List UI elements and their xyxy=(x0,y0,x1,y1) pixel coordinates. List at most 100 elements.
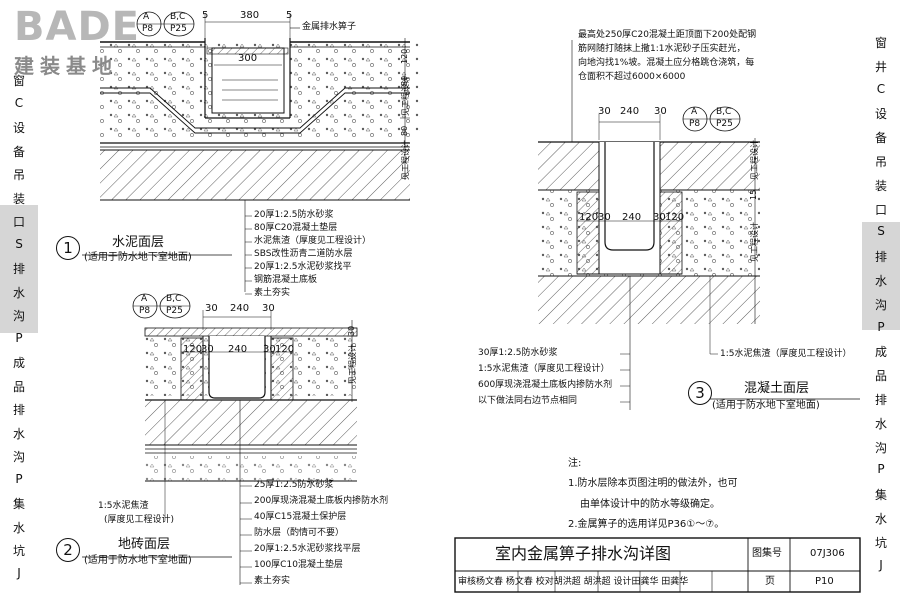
side-index-char: 成 xyxy=(874,345,887,360)
detail1-layer-label: 钢筋混凝土底板 xyxy=(254,275,318,285)
detail3-number: 3 xyxy=(688,381,712,405)
detail2-badge-a-sub: P8 xyxy=(139,306,151,316)
notes-line2: 由单体设计中的防水等级确定。 xyxy=(580,499,720,510)
side-index-char: C xyxy=(14,95,24,110)
atlas-number: 07J306 xyxy=(810,548,845,559)
side-index-char: 水 xyxy=(12,426,25,441)
side-index-char: 窗 xyxy=(874,36,887,50)
atlas-number-label: 图集号 xyxy=(752,548,782,559)
side-index-char: 备 xyxy=(12,144,25,159)
detail1-subtitle: (适用于防水地下室地面) xyxy=(84,252,192,263)
detail1-dim-top-2: 380 xyxy=(240,10,260,21)
detail3-title: 混凝土面层 xyxy=(744,381,810,396)
side-index-char: J xyxy=(17,565,21,580)
detail1-badge-a: A xyxy=(143,12,150,22)
side-index-char: 集 xyxy=(874,488,887,503)
title-block-lines xyxy=(454,537,861,593)
side-index-char: 备 xyxy=(874,131,887,146)
side-index-char: 设 xyxy=(874,107,887,122)
side-index-char: 口 xyxy=(874,202,887,217)
side-left-highlight xyxy=(0,205,38,333)
side-index-char: S xyxy=(15,236,23,251)
side-right-highlight xyxy=(862,222,900,330)
detail2-layer-label: 防水层（酌情可不要） xyxy=(254,528,345,538)
side-index-char: 品 xyxy=(874,369,887,384)
side-index-char: 口 xyxy=(12,215,25,229)
detail2-layer-label: 100厚C10混凝土垫层 xyxy=(254,560,343,570)
detail3-layer-label: 1:5水泥焦渣（厚度见工程设计） xyxy=(478,364,610,374)
side-index-char: 沟 xyxy=(12,450,25,464)
side-index-char: C xyxy=(876,81,886,96)
page-label: 页 xyxy=(765,576,775,587)
detail3-badge-bc-sub: P25 xyxy=(716,119,733,129)
detail1-badge-bc: B,C xyxy=(170,12,186,22)
detail3-top-note-line: 向地沟找1%坡。混凝土应分格跳仓浇筑，每 xyxy=(578,58,755,68)
side-index-char: P xyxy=(877,319,885,334)
side-index-char: 集 xyxy=(12,497,25,511)
detail1-badge-bc-sub: P25 xyxy=(170,24,187,34)
detail3-dim-mid-2: 30 xyxy=(598,212,611,223)
detail1-badge-outline xyxy=(136,11,195,37)
notes-line3: 2.金属箅子的选用详见P36①～⑦。 xyxy=(568,519,725,530)
side-index-char: 排 xyxy=(12,262,25,276)
side-index-char: 水 xyxy=(874,416,887,431)
logo-brand-text: BADE xyxy=(14,4,140,50)
detail2-badge-outline xyxy=(132,293,191,319)
detail3-dim-top-2: 240 xyxy=(620,106,640,117)
notes-line1: 1.防水层除本页图注明的做法外，也可 xyxy=(568,478,738,489)
detail1-dim-right-1: 120 xyxy=(400,48,409,64)
detail1-layer-label: 20厚1:2.5水泥砂浆找平 xyxy=(254,262,352,272)
detail3-badge-outline xyxy=(682,106,741,132)
detail3-dim-mid-1: 120 xyxy=(579,212,599,223)
side-index-char: 品 xyxy=(12,379,25,394)
detail2-dim-mid-4: 30 xyxy=(263,344,276,355)
side-index-char: S xyxy=(877,224,885,239)
detail1-dim-top-3: 5 xyxy=(286,10,293,21)
side-index-char: J xyxy=(879,557,883,572)
side-index-char: 成 xyxy=(12,356,25,370)
side-index-char: 井 xyxy=(874,59,887,74)
detail2-badge-bc: B,C xyxy=(166,294,182,304)
detail2-dim-top-2: 240 xyxy=(230,303,250,314)
detail1-title: 水泥面层 xyxy=(112,235,165,250)
detail3-badge-a: A xyxy=(691,107,698,117)
detail2-subtitle: (适用于防水地下室地面) xyxy=(84,555,192,566)
detail1-layer-label: 素土夯实 xyxy=(254,288,291,298)
detail1-grate-label: 金属排水箅子 xyxy=(302,22,357,32)
detail3-layer-label: 以下做法同右边节点相同 xyxy=(478,396,578,406)
side-index-char: P xyxy=(877,462,885,477)
side-index-char: 水 xyxy=(874,274,887,288)
detail2-dim-top-1: 30 xyxy=(205,303,218,314)
detail2-title: 地砖面层 xyxy=(118,537,171,552)
detail1-dim-right-4: 80 xyxy=(400,125,409,136)
detail3-top-note-line: 筋网随打随抹上撒1:1水泥砂子压实赶光， xyxy=(578,44,746,54)
side-index-char: 吊 xyxy=(874,155,887,169)
detail2-dim-top-3: 30 xyxy=(262,303,275,314)
detail3-badge-bc: B,C xyxy=(716,107,732,117)
detail2-dim-mid-2: 30 xyxy=(201,344,214,355)
detail2-layer-label: 40厚C15混凝土保护层 xyxy=(254,512,347,522)
page-number: P10 xyxy=(815,576,834,587)
notes-heading: 注: xyxy=(568,458,582,469)
detail1-dim-right-5: 见工程设计 xyxy=(401,140,410,180)
side-index-char: 排 xyxy=(874,250,887,265)
detail1-dim-inner: 300 xyxy=(238,53,258,64)
side-index-char: P xyxy=(15,330,23,345)
detail3-subtitle: (适用于防水地下室地面) xyxy=(712,400,820,411)
detail2-dim-mid-3: 240 xyxy=(228,344,248,355)
detail3-drawing xyxy=(538,40,860,410)
signature-row: 审核杨文春 杨文春 校对胡洪超 胡洪超 设计田龚华 田龚华 xyxy=(458,577,689,587)
detail1-number: 1 xyxy=(56,236,80,260)
detail3-dim-right-2: 15 xyxy=(749,189,758,200)
detail2-badge-a: A xyxy=(141,294,148,304)
detail2-number: 2 xyxy=(56,538,80,562)
side-index-char: 水 xyxy=(874,512,887,526)
side-index-char: 坑 xyxy=(12,544,25,558)
detail3-dim-right-1: 见工程设计 xyxy=(750,140,759,180)
detail3-dim-mid-5: 120 xyxy=(665,212,685,223)
detail2-left-note-2: (厚度见工程设计) xyxy=(104,515,175,525)
detail1-layer-label: 水泥焦渣（厚度见工程设计） xyxy=(254,236,372,246)
